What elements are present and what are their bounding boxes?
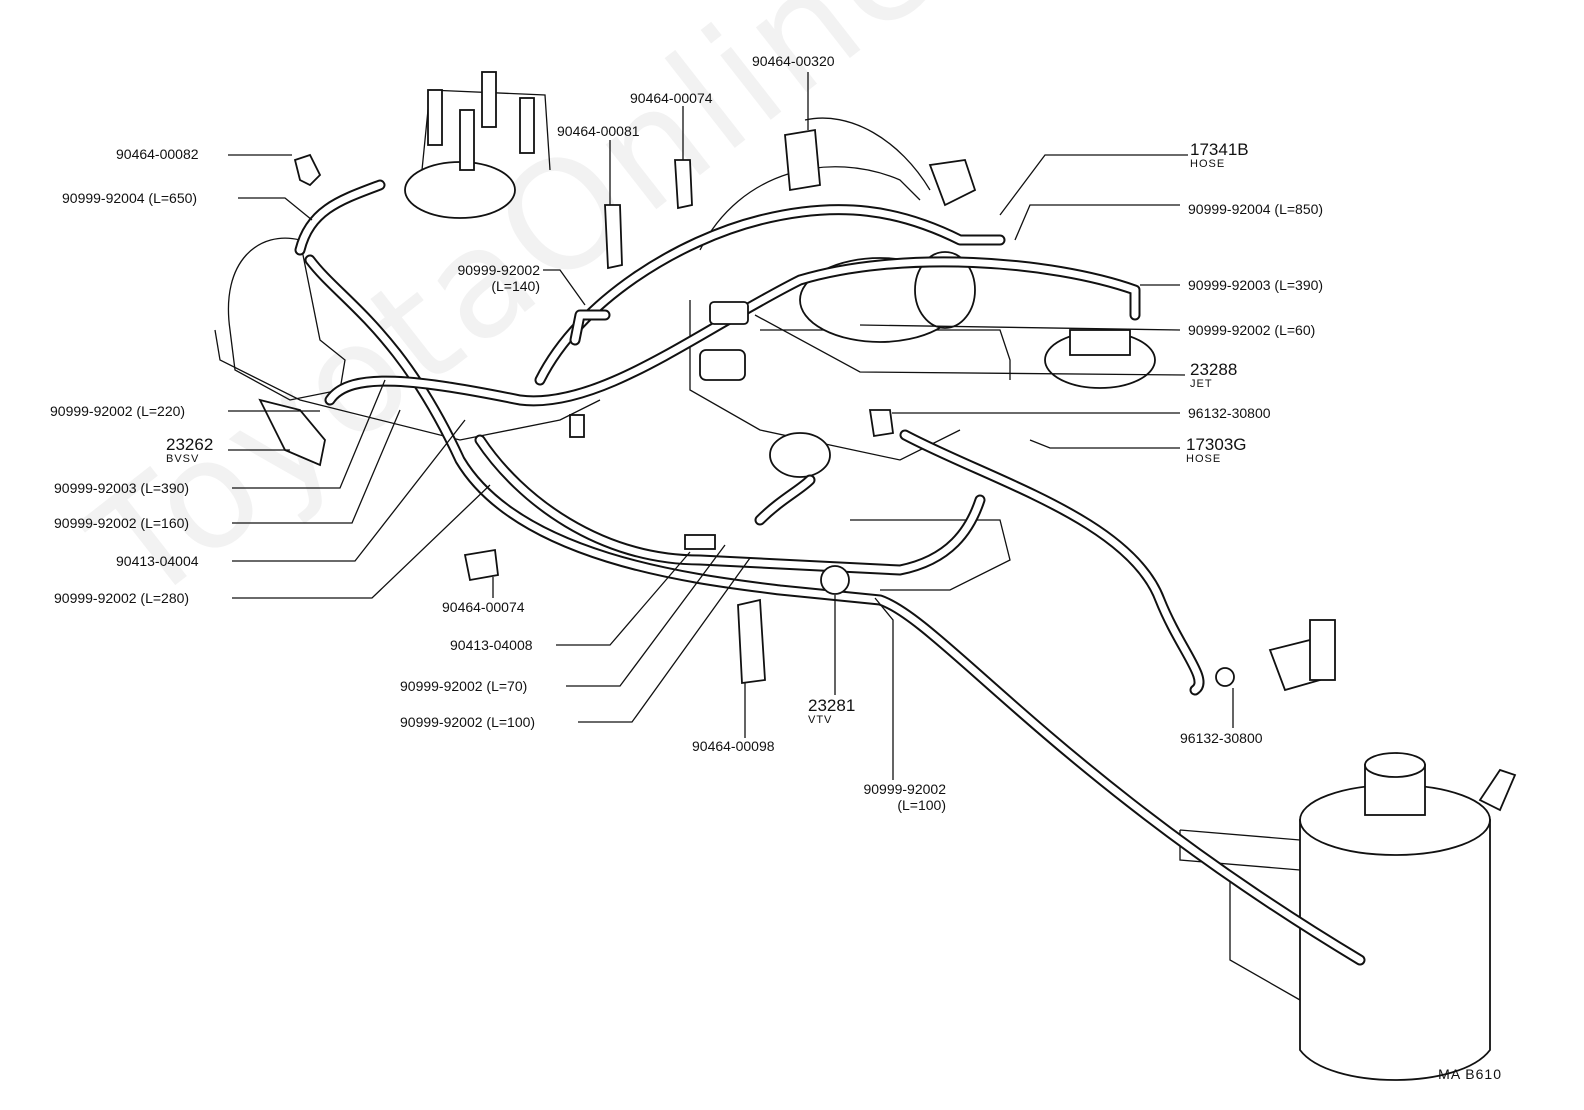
part-label-23281: 23281 VTV (808, 697, 855, 726)
part-label-90464-00098: 90464-00098 (692, 738, 775, 754)
part-name: VTV (808, 714, 833, 726)
part-label-90464-00320: 90464-00320 (752, 53, 835, 69)
engine-outline (214, 71, 1517, 1081)
part-name: HOSE (1186, 453, 1222, 465)
part-label-90413-04004: 90413-04004 (116, 553, 199, 569)
part-label-90999-92002-l220: 90999-92002 (L=220) (50, 403, 186, 419)
part-label-90999-92004-l850: 90999-92004 (L=850) (1188, 201, 1324, 217)
part-length: (L=140) (491, 278, 540, 294)
leader-lines (228, 72, 1234, 780)
part-number: 90999-92002 (863, 781, 946, 797)
part-length: (L=100) (897, 797, 946, 813)
part-number: 23281 (808, 696, 856, 715)
part-label-90999-92003-l390-right: 90999-92003 (L=390) (1188, 277, 1324, 293)
part-number: 23262 (166, 435, 214, 454)
part-label-90464-00082: 90464-00082 (116, 146, 199, 162)
hose-lines (294, 179, 1366, 966)
part-label-96132-30800-right: 96132-30800 (1188, 405, 1271, 421)
part-label-90999-92002-l100-bottom: 90999-92002 (L=100) (830, 781, 946, 813)
part-name: JET (1190, 378, 1213, 390)
part-label-17303g: 17303G HOSE (1186, 436, 1247, 465)
part-label-90999-92002-l160: 90999-92002 (L=160) (54, 515, 190, 531)
part-name: HOSE (1190, 158, 1226, 170)
part-number: 17303G (1186, 435, 1247, 454)
fittings (293, 128, 977, 685)
part-label-96132-30800-lower: 96132-30800 (1180, 730, 1263, 746)
part-label-90999-92002-l280: 90999-92002 (L=280) (54, 590, 190, 606)
part-label-90999-92002-l70: 90999-92002 (L=70) (400, 678, 528, 694)
part-number: 17341B (1190, 140, 1249, 159)
part-label-90464-00074-top: 90464-00074 (630, 90, 713, 106)
part-label-90999-92004-l650: 90999-92004 (L=650) (62, 190, 198, 206)
part-label-23288: 23288 JET (1190, 361, 1237, 390)
diagram-code: MA B610 (1438, 1066, 1502, 1082)
part-number: 23288 (1190, 360, 1238, 379)
part-label-90464-00081: 90464-00081 (557, 123, 640, 139)
part-label-90999-92002-l100-left: 90999-92002 (L=100) (400, 714, 536, 730)
part-number: 90999-92002 (457, 262, 540, 278)
part-label-90464-00074-lower: 90464-00074 (442, 599, 525, 615)
part-name: BVSV (166, 453, 200, 465)
part-label-90999-92002-l140: 90999-92002 (L=140) (424, 262, 540, 294)
part-label-90413-04008: 90413-04008 (450, 637, 533, 653)
part-label-23262: 23262 BVSV (166, 436, 213, 465)
part-label-17341b: 17341B HOSE (1190, 141, 1249, 170)
part-label-90999-92002-l60: 90999-92002 (L=60) (1188, 322, 1316, 338)
part-label-90999-92003-l390-left: 90999-92003 (L=390) (54, 480, 190, 496)
